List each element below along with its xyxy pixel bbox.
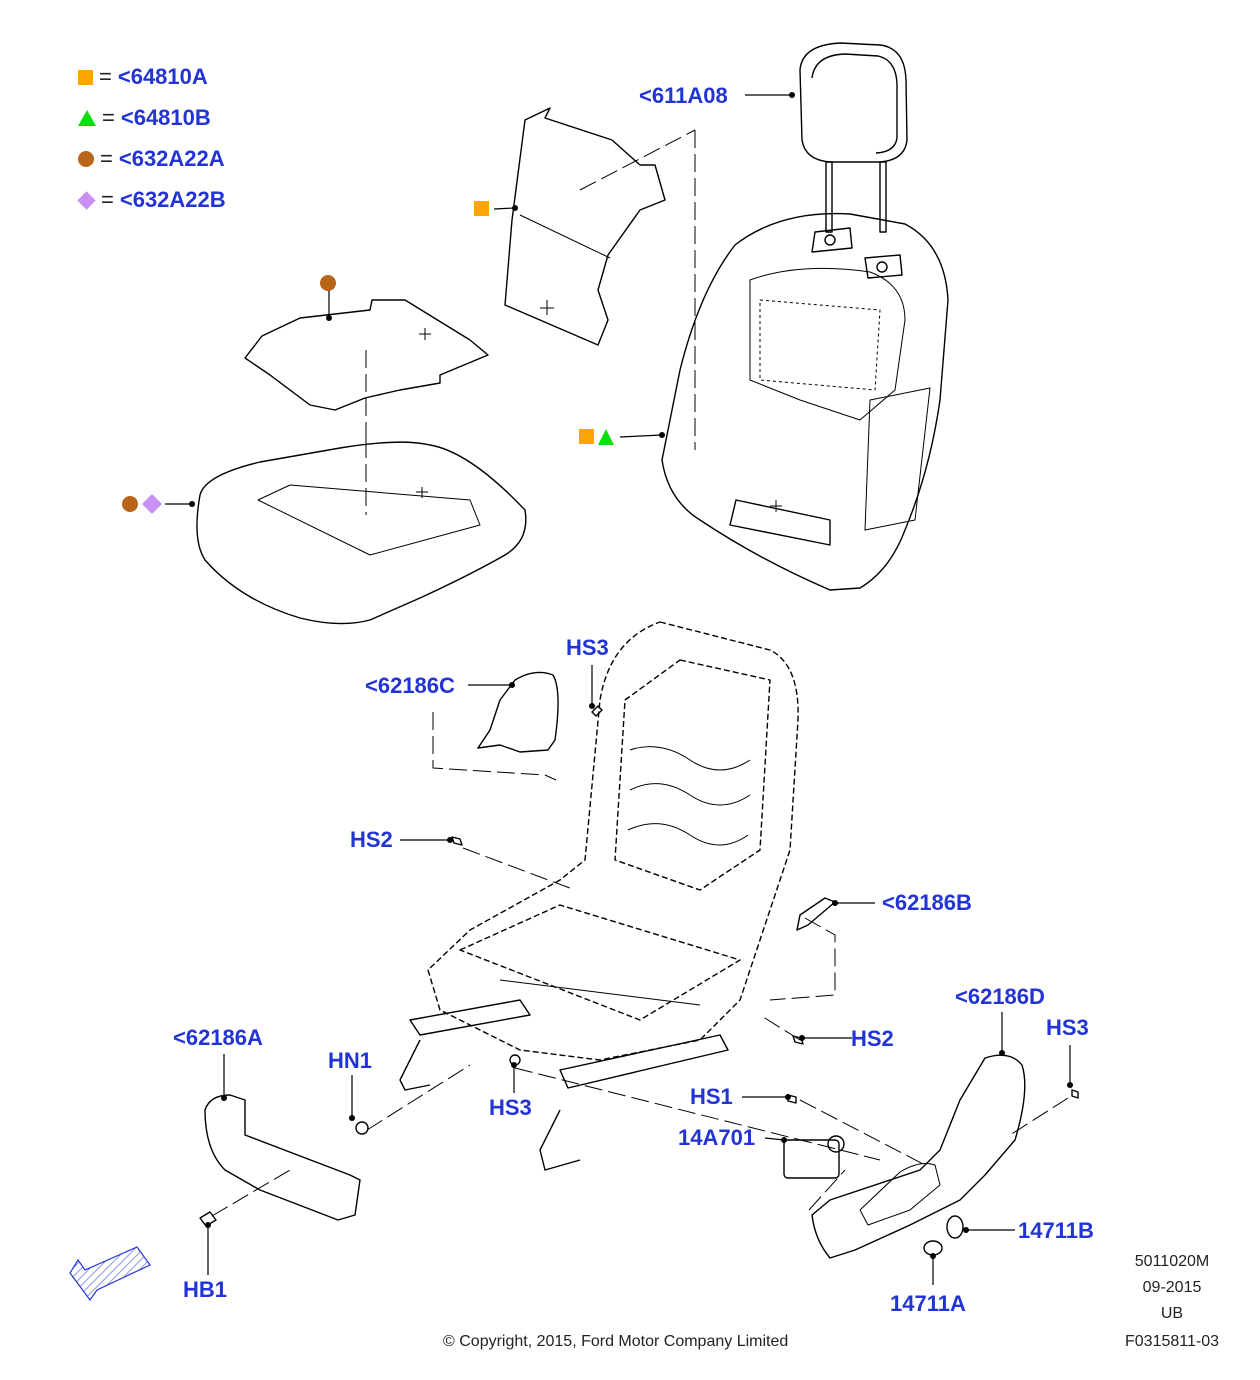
legend-row-3: = <632A22A [78,146,225,172]
label-hs1: HS1 [690,1084,733,1109]
green-triangle-icon [78,110,96,126]
legend-equals: = [101,187,114,212]
left-shield-part [204,1094,361,1221]
label-hn1: HN1 [328,1048,373,1073]
right-bracket-part [796,897,836,931]
label-hs3-bottom: HS3 [489,1095,532,1120]
figure-number: F0315811-03 [1125,1333,1219,1350]
label-hs2-left: HS2 [350,827,393,852]
callout-brown-circle-icon [122,496,138,512]
fasteners [199,705,1079,1227]
drawing-code: 5011020M [1134,1253,1210,1270]
label-hs3-right: HS3 [1046,1015,1089,1040]
legend-row-4: = <632A22B [77,187,226,213]
label-left-shield: <62186A [173,1025,263,1050]
label-headrest: <611A08 [639,83,728,108]
seat-cushion-part [196,440,527,625]
leader-dots [189,92,1073,1259]
seat-frame-springs [499,746,751,1006]
drawing-date: 09-2015 [1142,1279,1202,1296]
assembly-lines [211,712,1069,1217]
legend-code: <632A22A [118,146,225,171]
callout-purple-diamond-icon [142,494,162,514]
outer-shield-part [811,1054,1026,1259]
orange-square-icon [78,69,93,85]
callout-green-triangle-icon [598,429,614,445]
legend-code: <632A22B [119,187,226,212]
legend-row-1: = <64810A [78,64,208,90]
label-hs2-right: HS2 [851,1026,894,1051]
callout-orange-square-icon [579,429,594,444]
label-knob-b: 14711B [1018,1218,1094,1243]
outer-shield-switch-bezel [859,1163,941,1226]
seat-frame-part [427,621,799,1061]
purple-diamond-icon [77,190,96,210]
headrest-part [799,42,908,233]
switch-module-part [783,1139,840,1179]
brown-circle-icon [78,151,94,167]
cushion-heater-mat-part [244,299,489,440]
copyright-notice: © Copyright, 2015, Ford Motor Company Li… [443,1333,789,1350]
legend-equals: = [99,64,112,89]
front-direction-arrow-icon [69,1246,151,1302]
drawing-region: UB [1160,1305,1184,1322]
callout-brown-circle-icon [320,275,336,291]
legend-code: <64810B [120,105,211,130]
legend-row-2: = <64810B [78,105,211,131]
seat-back-part [661,212,949,591]
legend-code: <64810A [117,64,208,89]
label-right-bracket: <62186B [882,890,972,915]
legend-equals: = [100,146,113,171]
label-upper-shield: <62186C [365,673,455,698]
leader-lines [165,94,1071,1285]
label-knob-a: 14711A [890,1291,966,1316]
back-heater-mat-part [504,107,696,450]
label-outer-shield: <62186D [955,984,1045,1009]
label-hs3-top: HS3 [566,635,609,660]
upper-shield-part [477,671,559,753]
label-hb1: HB1 [183,1277,228,1302]
label-switch-module: 14A701 [678,1125,756,1150]
seat-track-part [399,999,729,1171]
legend-equals: = [102,105,115,130]
knob-a-part [923,1240,943,1256]
callout-orange-square-icon [474,201,489,216]
knob-b-part [946,1215,964,1239]
